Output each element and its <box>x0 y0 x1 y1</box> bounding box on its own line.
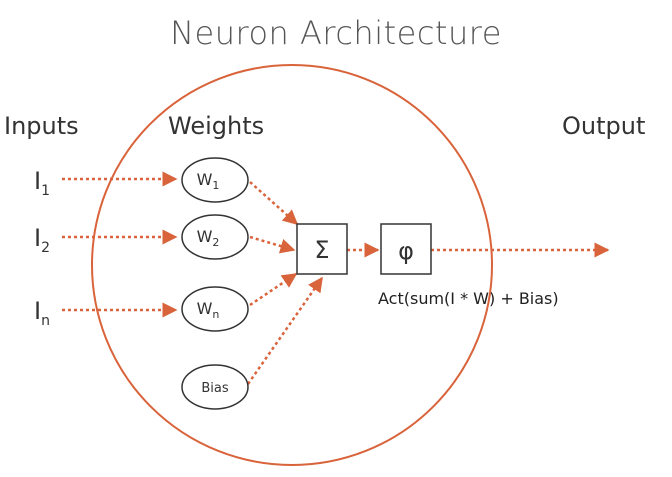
weight-1-to-sum-arrow <box>249 181 299 225</box>
input-label-2: I2 <box>34 224 50 256</box>
weights-heading: Weights <box>168 112 265 140</box>
sum-box <box>296 223 348 275</box>
activation-formula: Act(sum(I * W) + Bias) <box>378 289 559 308</box>
weight-n-to-sum-arrow <box>249 272 298 307</box>
weight-label-1: W1 <box>197 170 220 192</box>
bias-node <box>181 364 249 410</box>
inputs-heading: Inputs <box>4 112 79 140</box>
bias-label: Bias <box>201 381 228 396</box>
sum-symbol: Σ <box>314 236 329 264</box>
weight-node-1 <box>181 157 249 203</box>
input-label-1: I1 <box>34 167 50 199</box>
output-heading: Output <box>562 112 646 140</box>
weight-node-2 <box>181 214 249 260</box>
activation-symbol: φ <box>398 237 414 265</box>
weight-2-to-sum-arrow <box>249 235 296 254</box>
weight-label-2: W2 <box>197 227 220 249</box>
weight-label-n: Wn <box>197 299 220 321</box>
diagram-title: Neuron Architecture <box>170 14 502 52</box>
bias-to-sum-arrow <box>246 276 324 385</box>
input-label-n: In <box>34 297 50 329</box>
neuron-boundary <box>91 64 493 466</box>
activation-box <box>380 223 432 275</box>
weight-node-n <box>181 286 249 332</box>
